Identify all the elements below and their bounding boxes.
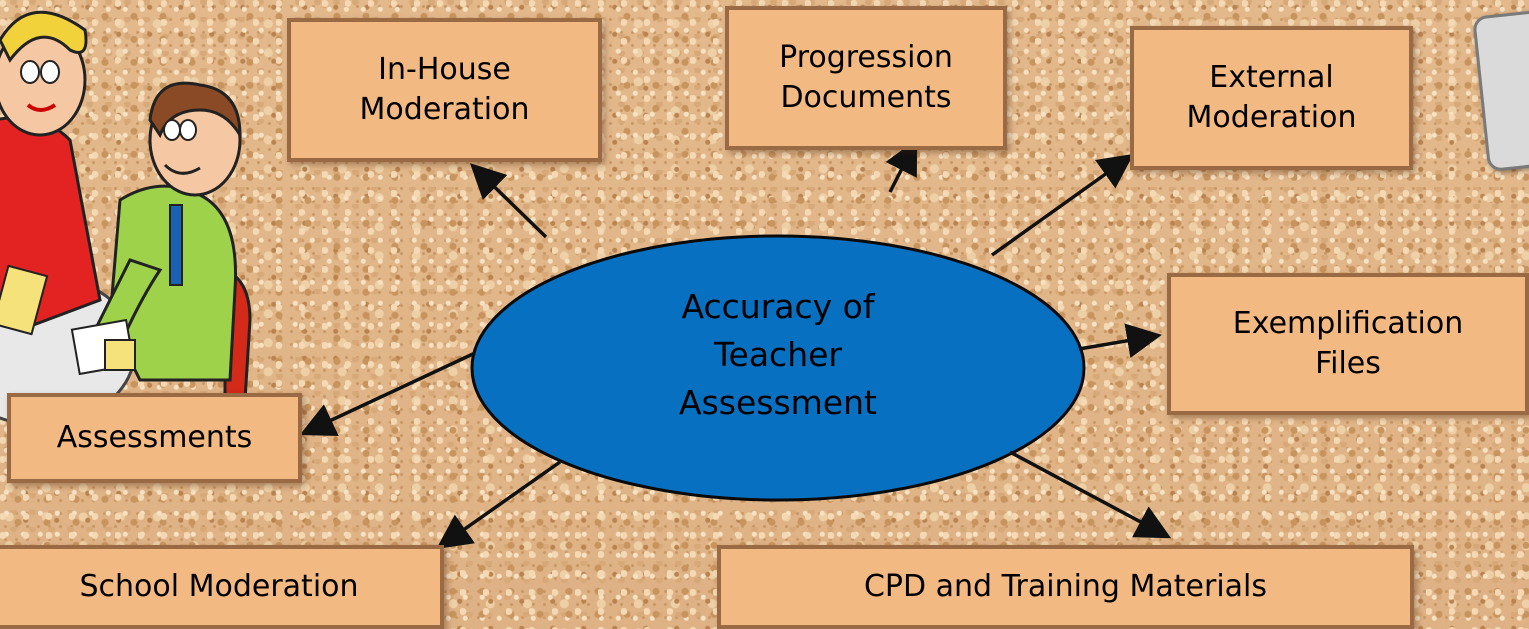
arrow-to-cpd (1009, 450, 1172, 539)
arrows (299, 138, 1172, 550)
arrow-to-progression (885, 138, 918, 193)
arrow-to-school-moderation (436, 460, 562, 550)
woman-hair (0, 10, 88, 63)
center-label: Accuracy of Teacher Assessment (679, 287, 877, 422)
node-cpd-training-materials: CPD and Training Materials (717, 545, 1414, 629)
node-label: Assessments (56, 419, 253, 455)
node-label: Exemplification Files (1232, 305, 1464, 382)
node-label: CPD and Training Materials (863, 568, 1268, 604)
man-hair (148, 81, 242, 141)
node-assessments: Assessments (7, 393, 302, 483)
teachers-illustration (0, 10, 252, 427)
arrow-to-assessments (299, 351, 476, 436)
node-label: External Moderation (1186, 59, 1357, 136)
node-school-moderation: School Moderation (0, 545, 444, 629)
node-external-moderation: External Moderation (1130, 26, 1413, 170)
node-progression-documents: Progression Documents (725, 6, 1007, 150)
center-ellipse (470, 234, 1086, 502)
arrow-to-exemplification (1078, 323, 1162, 358)
node-label: Progression Documents (779, 39, 953, 116)
node-exemplification-files: Exemplification Files (1167, 273, 1529, 415)
node-label: School Moderation (79, 568, 359, 604)
man-tie (169, 204, 183, 286)
node-label: In-House Moderation (359, 51, 530, 128)
arrow-to-in-house (469, 163, 548, 239)
arrow-to-external (990, 153, 1134, 257)
node-in-house-moderation: In-House Moderation (287, 18, 602, 162)
